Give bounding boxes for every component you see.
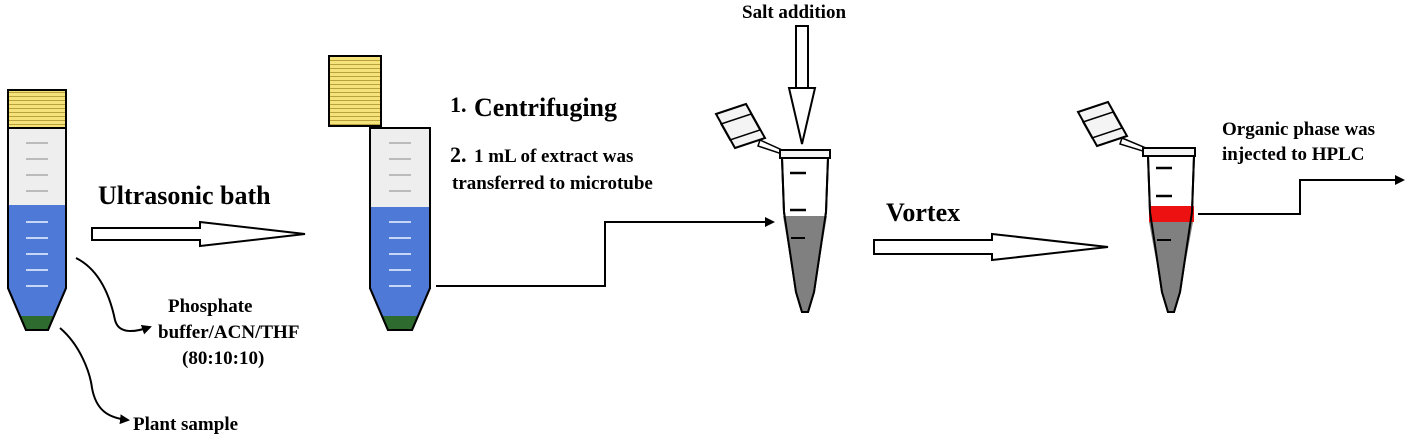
microtube-1-rim xyxy=(779,149,831,159)
step2-label-line1: 1 mL of extract was xyxy=(474,146,633,167)
microtube-2-lid xyxy=(1076,100,1147,154)
vortex-arrow xyxy=(873,232,1109,262)
organic-phase-label-line2: injected to HPLC xyxy=(1222,144,1364,165)
tube-1-blue-liquid xyxy=(9,205,65,329)
buffer-label-line1: Phosphate xyxy=(168,296,252,317)
microtube-2-red-organic-phase xyxy=(1149,206,1194,222)
salt-addition-label: Salt addition xyxy=(742,2,846,23)
microtube-2-gray-phase xyxy=(1149,222,1193,311)
transfer-line xyxy=(436,217,775,287)
organic-phase-label-line1: Organic phase was xyxy=(1222,119,1375,140)
buffer-label-line3: (80:10:10) xyxy=(182,348,264,369)
plant-pointer-line xyxy=(59,327,130,425)
buffer-pointer-line xyxy=(75,257,152,335)
ultrasonic-arrow xyxy=(91,220,306,248)
tube-1-sediment xyxy=(20,316,54,329)
buffer-label-line2: buffer/ACN/THF xyxy=(158,322,299,343)
tube-2-sediment xyxy=(383,316,417,329)
vortex-label: Vortex xyxy=(886,198,960,227)
step1-number: 1. xyxy=(450,92,467,117)
microtube-1-gray-phase xyxy=(783,216,827,311)
microtube-1 xyxy=(714,102,831,313)
step2-label-line2: transferred to microtube xyxy=(452,173,653,194)
tube-1-cap xyxy=(7,89,67,129)
tube-2-cap xyxy=(328,55,382,127)
falcon-tube-1 xyxy=(7,89,67,331)
salt-addition-arrow xyxy=(787,25,817,145)
microtube-1-lid xyxy=(714,102,783,156)
microtube-2-rim xyxy=(1142,147,1196,157)
plant-sample-label: Plant sample xyxy=(133,414,238,435)
ultrasonic-bath-label: Ultrasonic bath xyxy=(98,181,271,210)
step2-number: 2. xyxy=(450,142,467,167)
falcon-tube-2 xyxy=(328,55,431,331)
hplc-injection-line xyxy=(1198,175,1405,215)
microtube-2 xyxy=(1076,100,1196,313)
step1-centrifuging-label: Centrifuging xyxy=(474,93,617,122)
tube-2-blue-liquid xyxy=(371,207,429,329)
